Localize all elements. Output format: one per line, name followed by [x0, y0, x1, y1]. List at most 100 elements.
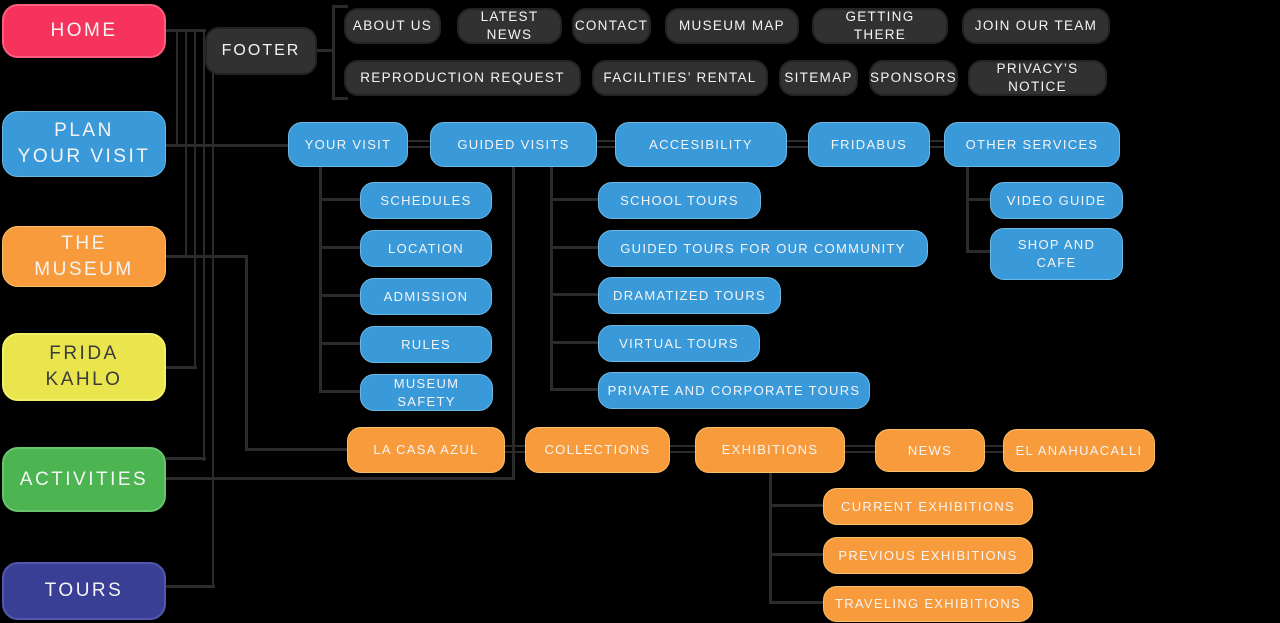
connector-previous-exhibitions	[769, 553, 823, 556]
node-current-exhibitions[interactable]: CURRENT EXHIBITIONS	[823, 488, 1033, 525]
node-news-label: NEWS	[907, 442, 953, 458]
footer-contact-label: CONTACT	[574, 17, 649, 33]
node-accesibility-label: ACCESIBILITY	[649, 136, 753, 152]
connector-footer-bracket-link	[317, 49, 334, 52]
connector-rules	[319, 342, 361, 345]
node-collections-label: COLLECTIONS	[544, 442, 651, 458]
connector-plan-your-visit	[166, 144, 288, 147]
node-la-casa-azul[interactable]: LA CASA AZUL	[347, 427, 505, 473]
node-current-exhibitions-label: CURRENT EXHIBITIONS	[841, 498, 1015, 514]
node-el-anahuacalli[interactable]: EL ANAHUACALLI	[1003, 429, 1155, 472]
node-your-visit[interactable]: YOUR VISIT	[288, 122, 408, 167]
nav-plan-your-visit[interactable]: PLAN YOUR VISIT	[2, 111, 166, 177]
node-shop-and-cafe-label: SHOP AND CAFE	[1017, 237, 1096, 270]
connector-dramatized-tours	[550, 293, 598, 296]
node-video-guide[interactable]: VIDEO GUIDE	[990, 182, 1123, 219]
nav-tours[interactable]: TOURS	[2, 562, 166, 620]
node-location[interactable]: LOCATION	[360, 230, 492, 267]
node-community-tours[interactable]: GUIDED TOURS FOR OUR COMMUNITY	[598, 230, 928, 267]
connector-footer-bracket-bottom	[332, 97, 348, 100]
connector-frida-kahlo-stub	[166, 366, 197, 369]
connector-other-services-drop	[966, 167, 969, 253]
nav-activities[interactable]: ACTIVITIES	[2, 447, 166, 512]
connector-current-exhibitions	[769, 504, 823, 507]
footer-reproduction-request[interactable]: REPRODUCTION REQUEST	[344, 60, 581, 96]
node-admission-label: ADMISSION	[383, 288, 469, 304]
node-private-corporate-tours-label: PRIVATE AND CORPORATE TOURS	[607, 382, 861, 398]
node-accesibility[interactable]: ACCESIBILITY	[615, 122, 787, 167]
node-private-corporate-tours[interactable]: PRIVATE AND CORPORATE TOURS	[598, 372, 870, 409]
node-fridabus-label: FRIDABUS	[830, 136, 908, 152]
node-rules[interactable]: RULES	[360, 326, 492, 363]
connector-accesibility-fridabus	[787, 140, 808, 148]
connector-guided-visits-drop	[512, 167, 515, 480]
footer-sitemap[interactable]: SITEMAP	[779, 60, 858, 96]
footer-latest-news-label: LATEST NEWS	[480, 8, 539, 42]
nav-home[interactable]: HOME	[2, 4, 166, 58]
node-traveling-exhibitions-label: TRAVELING EXHIBITIONS	[835, 596, 1021, 612]
footer-facilities-rental-label: FACILITIES’ RENTAL	[603, 69, 757, 85]
node-exhibitions-label: EXHIBITIONS	[721, 442, 819, 458]
node-guided-visits[interactable]: GUIDED VISITS	[430, 122, 597, 167]
footer-latest-news[interactable]: LATEST NEWS	[457, 8, 562, 44]
connector-museum-safety	[319, 390, 361, 393]
footer-facilities-rental[interactable]: FACILITIES’ RENTAL	[592, 60, 768, 96]
connector-admission	[319, 294, 361, 297]
node-other-services[interactable]: OTHER SERVICES	[944, 122, 1120, 167]
footer-contact[interactable]: CONTACT	[572, 8, 651, 44]
nav-frida-kahlo[interactable]: FRIDA KAHLO	[2, 333, 166, 401]
node-news[interactable]: NEWS	[875, 429, 985, 472]
connector-trunk-the-museum	[185, 29, 187, 258]
node-museum-safety[interactable]: MUSEUM SAFETY	[360, 374, 493, 411]
node-fridabus[interactable]: FRIDABUS	[808, 122, 930, 167]
nav-tours-label: TOURS	[44, 580, 124, 602]
node-footer[interactable]: FOOTER	[205, 27, 317, 75]
connector-museum-stub	[166, 255, 248, 258]
node-previous-exhibitions-label: PREVIOUS EXHIBITIONS	[838, 547, 1018, 563]
node-rules-label: RULES	[401, 336, 451, 352]
node-collections[interactable]: COLLECTIONS	[525, 427, 670, 473]
footer-getting-there[interactable]: GETTING THERE	[812, 8, 948, 44]
node-your-visit-label: YOUR VISIT	[304, 136, 392, 152]
connector-fridabus-otherservices	[930, 140, 944, 148]
connector-location	[319, 246, 361, 249]
nav-home-label: HOME	[50, 20, 118, 42]
node-virtual-tours[interactable]: VIRTUAL TOURS	[598, 325, 760, 362]
footer-sitemap-label: SITEMAP	[784, 69, 853, 85]
node-school-tours[interactable]: SCHOOL TOURS	[598, 182, 761, 219]
node-exhibitions[interactable]: EXHIBITIONS	[695, 427, 845, 473]
node-dramatized-tours-label: DRAMATIZED TOURS	[613, 287, 766, 303]
nav-the-museum[interactable]: THE MUSEUM	[2, 226, 166, 287]
node-schedules[interactable]: SCHEDULES	[360, 182, 492, 219]
connector-museum-drop	[245, 255, 248, 451]
footer-museum-map[interactable]: MUSEUM MAP	[665, 8, 799, 44]
footer-about-us[interactable]: ABOUT US	[344, 8, 441, 44]
connector-schedules	[319, 198, 361, 201]
footer-join-our-team-label: JOIN OUR TEAM	[974, 17, 1098, 33]
connector-museum-casa-azul	[245, 448, 349, 451]
connector-casaazul-collections	[505, 445, 525, 453]
node-previous-exhibitions[interactable]: PREVIOUS EXHIBITIONS	[823, 537, 1033, 574]
node-location-label: LOCATION	[388, 240, 464, 256]
footer-join-our-team[interactable]: JOIN OUR TEAM	[962, 8, 1110, 44]
node-admission[interactable]: ADMISSION	[360, 278, 492, 315]
node-museum-safety-label: MUSEUM SAFETY	[393, 375, 460, 409]
nav-activities-label: ACTIVITIES	[19, 468, 149, 490]
node-traveling-exhibitions[interactable]: TRAVELING EXHIBITIONS	[823, 586, 1033, 622]
connector-guided-accesibility	[597, 140, 615, 148]
node-school-tours-label: SCHOOL TOURS	[620, 192, 739, 208]
node-dramatized-tours[interactable]: DRAMATIZED TOURS	[598, 277, 781, 314]
nav-frida-kahlo-label: FRIDA KAHLO	[45, 343, 123, 390]
footer-sponsors[interactable]: SPONSORS	[869, 60, 958, 96]
connector-activities-collections	[166, 477, 515, 480]
node-shop-and-cafe[interactable]: SHOP AND CAFE	[990, 228, 1123, 280]
footer-getting-there-label: GETTING THERE	[845, 8, 915, 42]
node-schedules-label: SCHEDULES	[380, 192, 472, 208]
footer-privacys-notice[interactable]: PRIVACY’S NOTICE	[968, 60, 1107, 96]
connector-news-anahuacalli	[985, 445, 1003, 453]
footer-about-us-label: ABOUT US	[352, 17, 433, 33]
connector-shop-cafe	[966, 250, 990, 253]
connector-yourvisit-guided	[408, 140, 430, 148]
connector-exhibitions-drop	[769, 473, 772, 603]
